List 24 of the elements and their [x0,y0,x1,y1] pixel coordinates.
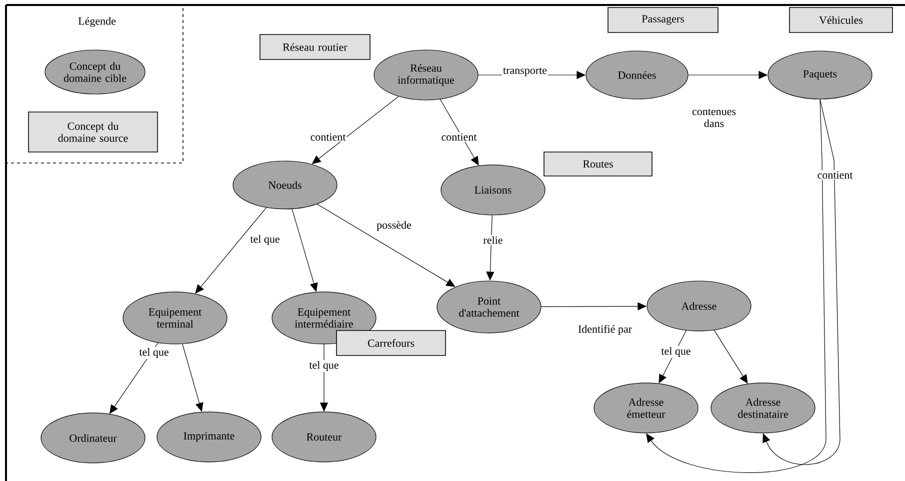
edge-label: contenues dans [687,108,741,128]
edge-label: tel que [308,360,340,372]
edge-label: contient [816,170,854,180]
edge-label: transporte [502,66,548,78]
arrow [182,344,204,412]
arrow [762,99,840,465]
edge-label: Identifié par [576,324,634,336]
concept-box: Passagers [608,7,718,33]
edge-label: contient [440,132,478,142]
arrow [646,99,826,473]
concept-box: Routes [544,152,652,176]
edge-label: possède [376,220,412,232]
concept-box: Véhicules [789,7,893,33]
edge-label: tel que [660,346,692,358]
edge-label: tel que [249,234,281,246]
edge-label: relie [482,235,504,245]
concept-box: Concept du domaine source [28,112,158,152]
edge-label: tel que [138,347,170,359]
concept-box: Réseau routier [260,34,370,60]
arrow [292,208,318,292]
concept-box: Carrefours [336,330,446,356]
edge-label: contient [309,132,347,142]
arrow [316,204,456,287]
arrow [658,330,687,384]
